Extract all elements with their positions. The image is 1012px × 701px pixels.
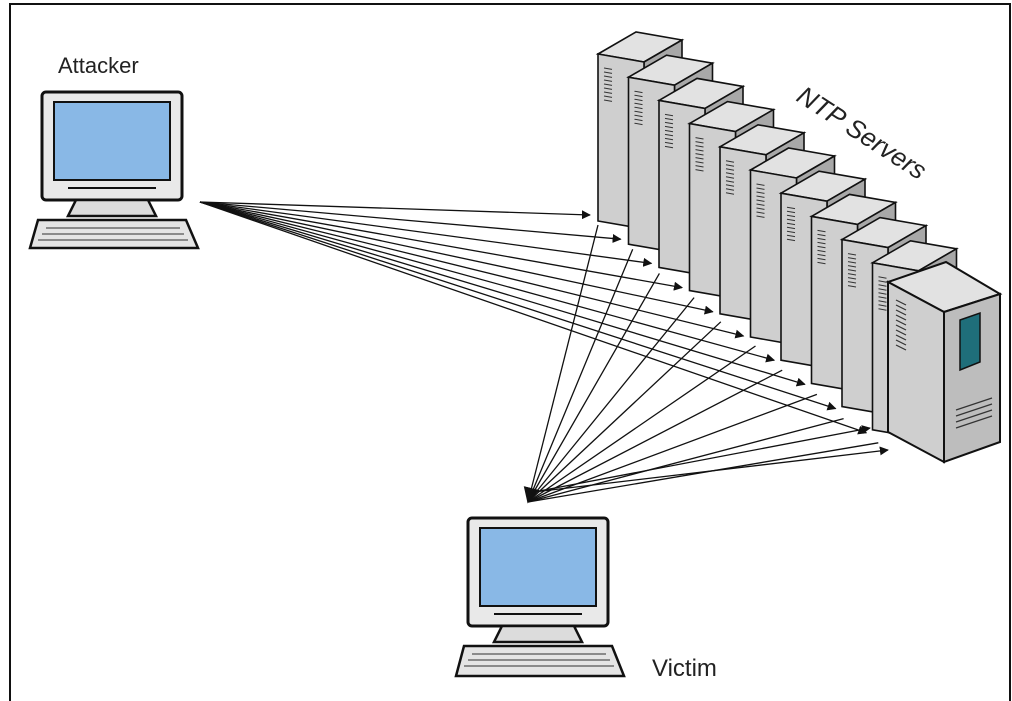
request-arrow [199, 201, 683, 291]
traffic-arrows [199, 201, 889, 504]
response-line [533, 425, 871, 493]
response-line [527, 321, 722, 503]
attacker-computer-icon [28, 90, 200, 250]
request-arrow [199, 201, 837, 411]
request-arrow [199, 201, 653, 267]
response-line [527, 297, 695, 503]
request-arrow [199, 201, 806, 387]
request-arrow [199, 201, 745, 339]
request-arrow [199, 201, 591, 220]
attacker-label: Attacker [58, 53, 139, 78]
server-front-unit-icon [885, 260, 1003, 464]
request-arrow [199, 201, 776, 363]
victim-computer-icon [454, 516, 626, 678]
response-line [527, 345, 756, 503]
frame-border [9, 3, 1011, 701]
response-line [533, 446, 889, 493]
request-arrow [199, 201, 714, 315]
response-line [527, 417, 844, 503]
response-line [523, 224, 599, 504]
response-line [527, 248, 634, 503]
victim-label: Victim [652, 655, 717, 682]
request-arrow [199, 201, 868, 435]
response-line [527, 273, 660, 503]
ntp-server-rack [595, 31, 1003, 464]
response-line [527, 369, 783, 503]
request-arrow [199, 201, 622, 243]
